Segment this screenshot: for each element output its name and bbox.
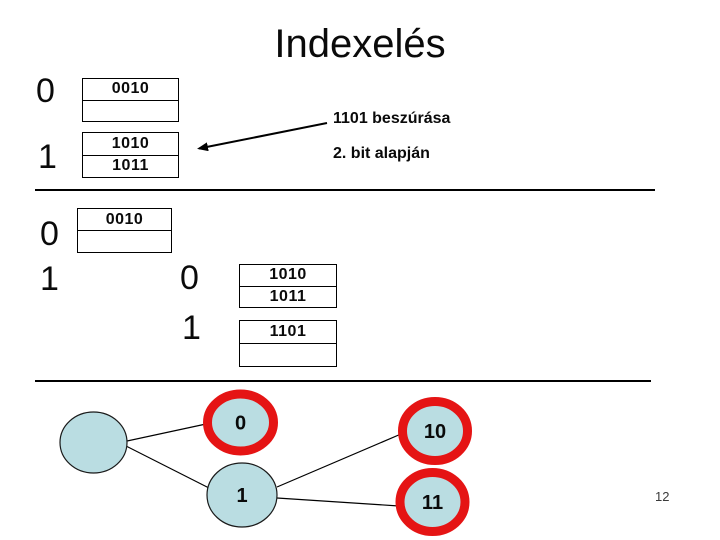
section-divider-1 <box>35 189 655 191</box>
mid-sub-bucket-1: 1101 <box>239 320 337 367</box>
tree-node-1-label: 1 <box>236 485 247 507</box>
tree-node-0-highlighted <box>203 389 278 456</box>
bucket-cell-value: 1011 <box>240 285 336 308</box>
tree-node-1 <box>206 462 278 528</box>
mid-sub-bucket-0: 1010 1011 <box>239 264 337 308</box>
bucket-cell-value: 0010 <box>105 210 144 228</box>
top-index-1-label: 1 <box>38 138 57 176</box>
tree-node-root <box>59 411 128 474</box>
slide-title: Indexelés <box>274 22 446 66</box>
mid-index-0-label: 0 <box>40 215 59 253</box>
bucket-cell-empty <box>83 99 178 122</box>
insert-arrow-line <box>197 122 328 152</box>
annotation-line-1: 1101 beszúrása <box>333 110 451 127</box>
bucket-cell-empty <box>240 343 336 366</box>
tree-node-10-highlighted <box>398 397 472 465</box>
bucket-cell-value: 1010 <box>269 266 307 284</box>
tree-node-11-highlighted <box>395 468 470 536</box>
annotation-line-2: 2. bit alapján <box>333 145 430 162</box>
tree-node-11-label: 11 <box>422 492 443 514</box>
tree-node-10-label: 10 <box>424 421 446 443</box>
bucket-cell-value: 1101 <box>269 323 307 340</box>
top-index-0-label: 0 <box>36 72 55 110</box>
tree-edge-root-1 <box>125 445 210 489</box>
page-number: 12 <box>655 489 670 504</box>
bucket-cell-value: 1011 <box>83 154 178 178</box>
mid-sub-index-0-label: 0 <box>180 259 199 297</box>
tree-edge-root-0 <box>126 423 207 442</box>
bucket-cell-empty <box>78 230 171 252</box>
digit-tree-diagram: 0 1 10 11 <box>59 389 472 536</box>
section-divider-2 <box>35 380 651 382</box>
tree-node-0-label: 0 <box>235 413 246 435</box>
bucket-cell-value: 0010 <box>111 80 150 98</box>
top-bucket-1: 1010 1011 <box>82 132 179 178</box>
mid-sub-index-1-label: 1 <box>182 309 201 347</box>
top-bucket-0: 0010 <box>82 78 179 122</box>
tree-edge-1-11 <box>276 497 400 507</box>
tree-edge-1-10 <box>276 433 402 488</box>
mid-bucket-0: 0010 <box>77 208 172 253</box>
mid-index-1-label: 1 <box>40 260 59 298</box>
bucket-cell-value: 1010 <box>111 134 150 152</box>
